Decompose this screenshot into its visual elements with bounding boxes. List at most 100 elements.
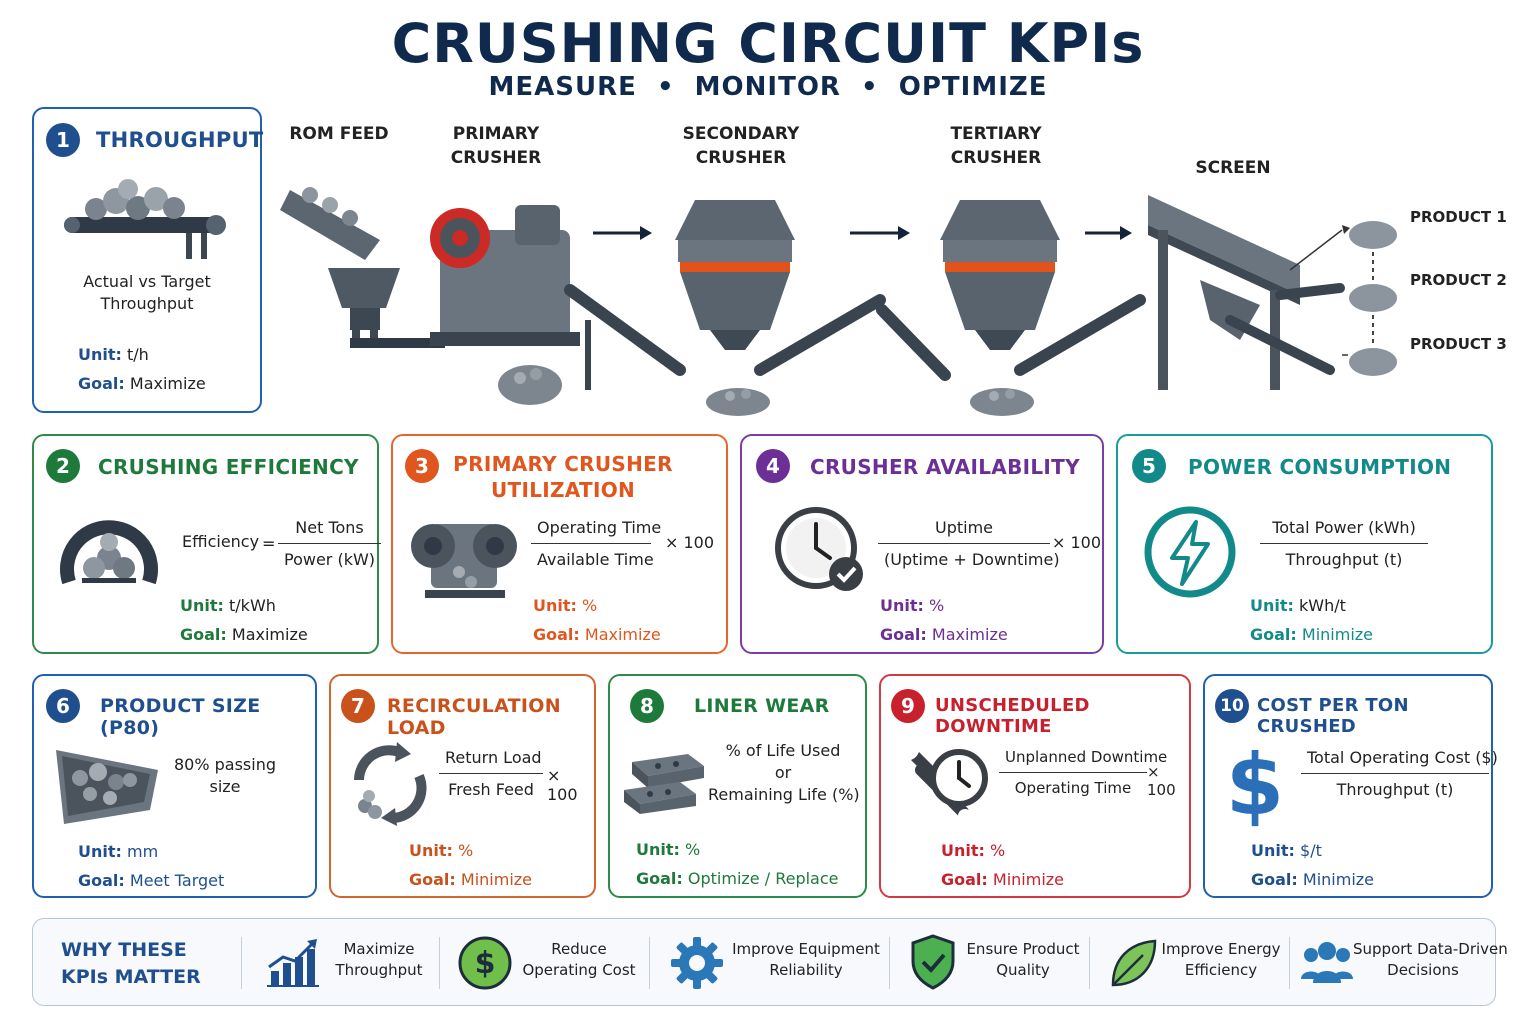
stage-screen: SCREEN: [1195, 158, 1271, 178]
benefit-data-driven: Support Data-Driven Decisions: [1295, 919, 1508, 1007]
kpi-title: COST PER TON CRUSHED: [1257, 695, 1409, 737]
kpi-badge: 4: [756, 449, 790, 483]
kpi-description: 80% passing size: [173, 755, 277, 796]
kpi-card-primary-crusher-utilization: 3 PRIMARY CRUSHER UTILIZATION Operating …: [391, 434, 728, 654]
jaw-crusher-icon: [411, 524, 517, 598]
screen-tray-icon: [56, 750, 158, 824]
kpi-badge: 6: [46, 689, 80, 723]
benefit-energy-efficiency: Improve Energy Efficiency: [1101, 919, 1287, 1007]
kpi-goal: Goal: Minimize: [941, 870, 1065, 889]
wrench-clock-icon: [911, 749, 988, 823]
bar-chart-up-icon: [267, 939, 319, 987]
kpi-goal: Goal: Maximize: [180, 625, 308, 644]
kpi-description: Actual vs Target Throughput: [83, 272, 211, 313]
product-label: PRODUCT 3: [1410, 335, 1507, 353]
kpi-badge: 5: [1132, 449, 1166, 483]
kpi-card-product-size: 6 PRODUCT SIZE (P80) 80% passing size Un…: [32, 674, 317, 898]
kpi-title: THROUGHPUT: [96, 128, 264, 152]
kpi-unit: Unit: %: [880, 596, 945, 615]
kpi-goal: Goal: Maximize: [533, 625, 661, 644]
recycle-icon: [354, 742, 427, 826]
kpi-badge: 1: [46, 123, 80, 157]
divider: [889, 937, 890, 989]
kpi-title: RECIRCULATION LOAD: [387, 695, 561, 739]
kpi-unit: Unit: t/h: [78, 345, 149, 364]
kpi-formula: Uptime (Uptime + Downtime): [878, 518, 1060, 569]
kpi-title: UNSCHEDULED DOWNTIME: [935, 695, 1090, 737]
kpi-formula: Total Operating Cost ($) Throughput (t): [1301, 748, 1498, 799]
kpi-card-liner-wear: 8 LINER WEAR % of Life Used or Remaining…: [608, 674, 867, 898]
kpi-badge: 10: [1215, 689, 1249, 723]
dollar-icon: $: [1226, 740, 1284, 830]
kpi-title: PRODUCT SIZE (P80): [100, 695, 261, 739]
formula-multiplier: × 100: [547, 766, 578, 804]
kpi-unit: Unit: %: [941, 841, 1006, 860]
formula-multiplier: × 100: [665, 533, 715, 552]
kpi-goal: Goal: Meet Target: [78, 871, 225, 890]
kpi-card-power-consumption: 5 POWER CONSUMPTION Total Power (kWh) Th…: [1116, 434, 1493, 654]
rom-feed-hopper-icon: [280, 187, 445, 348]
benefit-label: Support Data-Driven Decisions: [1353, 940, 1508, 979]
kpi-card-crusher-availability: 4 CRUSHER AVAILABILITY Uptime (Uptime + …: [740, 434, 1104, 654]
kpi-card-crushing-efficiency: 2 CRUSHING EFFICIENCY Efficiency = Net T…: [32, 434, 382, 654]
product-piles-icon: [1289, 221, 1397, 376]
kpi-badge: 8: [630, 689, 664, 723]
kpi-unit: Unit: $/t: [1251, 841, 1322, 860]
benefit-reliability: Improve Equipment Reliability: [661, 919, 887, 1007]
liner-plate-icon: [624, 754, 704, 814]
kpi-badge: 3: [405, 449, 439, 483]
kpi-unit: Unit: mm: [78, 842, 159, 861]
svg-text:$: $: [475, 946, 496, 981]
kpi-formula: Total Power (kWh) Throughput (t): [1260, 518, 1428, 569]
svg-text:$: $: [1226, 740, 1284, 830]
dollar-coin-icon: $: [458, 936, 512, 990]
leaf-icon: [1111, 939, 1157, 987]
kpi-badge: 9: [891, 689, 925, 723]
product-label: PRODUCT 1: [1410, 208, 1507, 226]
benefit-label: Reduce Operating Cost: [522, 940, 636, 979]
divider: [439, 937, 440, 989]
kpi-card-recirculation-load: 7 RECIRCULATION LOAD Return Load Fresh F…: [329, 674, 596, 898]
why-kpis-matter-bar: WHY THESE KPIs MATTER Maximize Throughpu…: [32, 918, 1508, 1007]
page-title: CRUSHING CIRCUIT KPIs: [391, 12, 1145, 75]
formula-equals: =: [262, 534, 276, 553]
kpi-title: PRIMARY CRUSHER UTILIZATION: [453, 452, 673, 502]
formula-multiplier: × 100: [1052, 533, 1102, 552]
divider: [649, 937, 650, 989]
conveyor-icon: [64, 179, 226, 259]
benefit-reduce-cost: $ Reduce Operating Cost: [451, 919, 651, 1007]
kpi-formula: Return Load Fresh Feed: [439, 748, 543, 799]
kpi-title: CRUSHING EFFICIENCY: [98, 455, 359, 479]
divider: [241, 937, 242, 989]
benefit-label: Ensure Product Quality: [966, 940, 1080, 979]
lightning-icon: [1144, 506, 1236, 598]
kpi-unit: Unit: kWh/t: [1250, 596, 1346, 615]
kpi-badge: 2: [46, 449, 80, 483]
benefit-label: Improve Energy Efficiency: [1161, 940, 1281, 979]
people-icon: [1301, 942, 1353, 983]
kpi-goal: Goal: Minimize: [1251, 870, 1375, 889]
clock-check-icon: [775, 507, 863, 591]
kpi-formula: Unplanned Downtime Operating Time: [999, 748, 1167, 797]
primary-jaw-crusher-icon: [430, 205, 580, 405]
formula-lhs: Efficiency: [182, 532, 260, 551]
kpi-description: % of Life Used or Remaining Life (%): [708, 741, 860, 804]
kpi-goal: Goal: Minimize: [1250, 625, 1374, 644]
kpi-formula: Net Tons Power (kW): [278, 518, 382, 569]
tertiary-cone-crusher-icon: [940, 200, 1060, 416]
divider: [1089, 937, 1090, 989]
kpi-unit: Unit: t/kWh: [180, 596, 276, 615]
kpi-unit: Unit: %: [409, 841, 474, 860]
benefit-label: Improve Equipment Reliability: [732, 940, 880, 979]
formula-multiplier: × 100: [1147, 763, 1176, 799]
secondary-cone-crusher-icon: [675, 200, 795, 416]
divider: [1289, 937, 1290, 989]
kpi-card-cost-per-ton: 10 COST PER TON CRUSHED $ Total Operatin…: [1203, 674, 1498, 898]
kpi-title: CRUSHER AVAILABILITY: [810, 455, 1080, 479]
benefit-product-quality: Ensure Product Quality: [901, 919, 1087, 1007]
stage-primary-crusher: PRIMARY CRUSHER: [450, 124, 542, 168]
efficiency-gauge-icon: [60, 520, 158, 585]
why-title: WHY THESE KPIs MATTER: [61, 939, 201, 988]
kpi-title: LINER WEAR: [694, 695, 830, 717]
stage-tertiary-crusher: TERTIARY CRUSHER: [950, 124, 1042, 168]
